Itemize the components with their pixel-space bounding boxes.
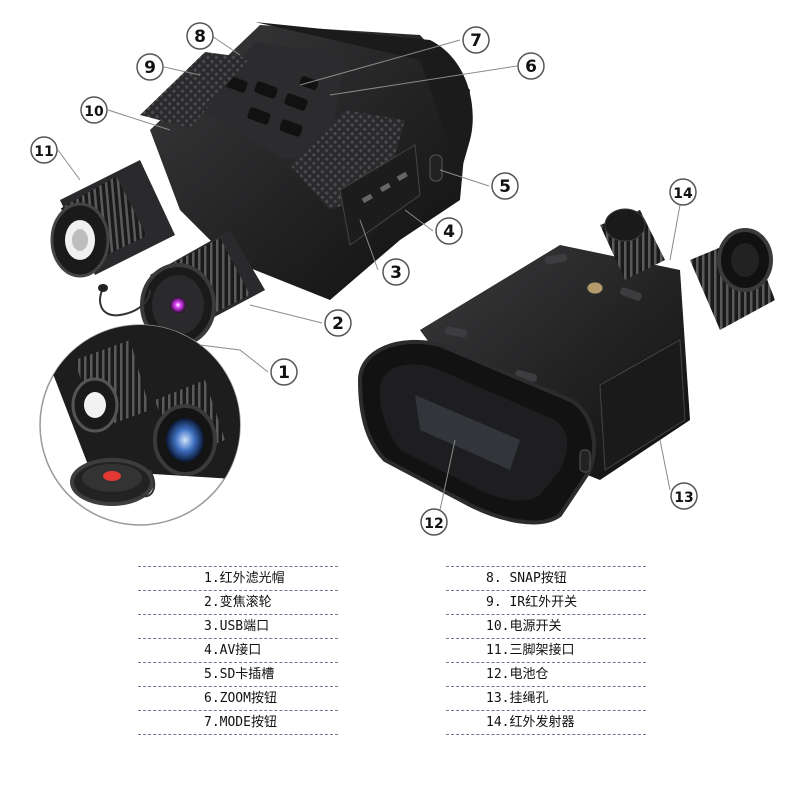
callout-number: 14: [673, 186, 693, 202]
callout-badge-12: 12: [420, 508, 448, 536]
callout-circle: [669, 178, 697, 206]
callout-number: 10: [84, 104, 104, 120]
legend-item: 5.SD卡插槽: [138, 662, 338, 686]
legend-left: 1.红外滤光帽 2.变焦滚轮 3.USB端口 4.AV接口 5.SD卡插槽 6.…: [138, 566, 338, 735]
legend-item: 2.变焦滚轮: [138, 590, 338, 614]
callout-number: 6: [525, 57, 537, 77]
legend-item: 3.USB端口: [138, 614, 338, 638]
leader-lines: [57, 35, 681, 511]
legend-item: 14.红外发射器: [446, 710, 646, 735]
legend-item: 11.三脚架接口: [446, 638, 646, 662]
legend-item: 9. IR红外开关: [446, 590, 646, 614]
legend-label: 14.红外发射器: [486, 715, 575, 730]
legend-label: 3.USB端口: [204, 619, 270, 634]
callout-number: 8: [194, 27, 206, 47]
callout-circle: [420, 508, 448, 536]
callout-circle: [670, 482, 698, 510]
callout-number: 3: [390, 263, 402, 283]
callout-circle: [491, 172, 519, 200]
callout-circle: [30, 136, 58, 164]
legend-right: 8. SNAP按钮 9. IR红外开关 10.电源开关 11.三脚架接口 12.…: [446, 566, 646, 735]
callout-number: 1: [278, 363, 290, 383]
legend-item: 1.红外滤光帽: [138, 566, 338, 590]
callout-badge-1: 1: [270, 358, 298, 386]
callout-circle: [462, 26, 490, 54]
callout-number: 13: [674, 490, 693, 506]
legend-label: 7.MODE按钮: [204, 715, 277, 730]
binocular-front-view: [50, 22, 473, 347]
legend-label: 1.红外滤光帽: [204, 571, 285, 586]
callout-number: 11: [34, 144, 53, 160]
callout-number: 7: [470, 31, 482, 51]
callout-badge-5: 5: [491, 172, 519, 200]
callout-circle: [270, 358, 298, 386]
callout-badge-11: 11: [30, 136, 58, 164]
callout-circle: [517, 52, 545, 80]
callout-badge-6: 6: [517, 52, 545, 80]
callout-badge-7: 7: [462, 26, 490, 54]
legend-item: 7.MODE按钮: [138, 710, 338, 735]
legend-label: 9. IR红外开关: [486, 595, 578, 610]
callout-circle: [324, 309, 352, 337]
callout-circle: [136, 53, 164, 81]
legend-item: 8. SNAP按钮: [446, 566, 646, 590]
callout-number: 12: [424, 516, 443, 532]
legend-item: 6.ZOOM按钮: [138, 686, 338, 710]
callout-badge-10: 10: [80, 96, 108, 124]
binocular-rear-view: [357, 208, 775, 525]
legend-item: 10.电源开关: [446, 614, 646, 638]
callout-badge-9: 9: [136, 53, 164, 81]
lens-cap-inset: [39, 324, 241, 526]
callout-circle: [80, 96, 108, 124]
legend-item: 13.挂绳孔: [446, 686, 646, 710]
legend-label: 5.SD卡插槽: [204, 667, 275, 682]
legend-item: 12.电池仓: [446, 662, 646, 686]
callout-badge-13: 13: [670, 482, 698, 510]
callout-circle: [435, 217, 463, 245]
legend-label: 11.三脚架接口: [486, 643, 575, 658]
callout-badge-8: 8: [186, 22, 214, 50]
callout-number: 4: [443, 222, 455, 242]
callout-number: 5: [499, 177, 511, 197]
callout-number: 9: [144, 58, 156, 78]
legend-item: 4.AV接口: [138, 638, 338, 662]
legend-label: 10.电源开关: [486, 619, 562, 634]
callout-badge-14: 14: [669, 178, 697, 206]
legend-label: 12.电池仓: [486, 667, 549, 682]
legend-label: 8. SNAP按钮: [486, 571, 567, 586]
callout-badge-2: 2: [324, 309, 352, 337]
callout-circle: [186, 22, 214, 50]
legend-label: 6.ZOOM按钮: [204, 691, 277, 706]
callout-badge-4: 4: [435, 217, 463, 245]
callout-badge-3: 3: [382, 258, 410, 286]
legend-label: 4.AV接口: [204, 643, 262, 658]
callout-circle: [382, 258, 410, 286]
legend-label: 2.变焦滚轮: [204, 595, 272, 610]
legend-label: 13.挂绳孔: [486, 691, 549, 706]
callout-number: 2: [332, 314, 344, 334]
